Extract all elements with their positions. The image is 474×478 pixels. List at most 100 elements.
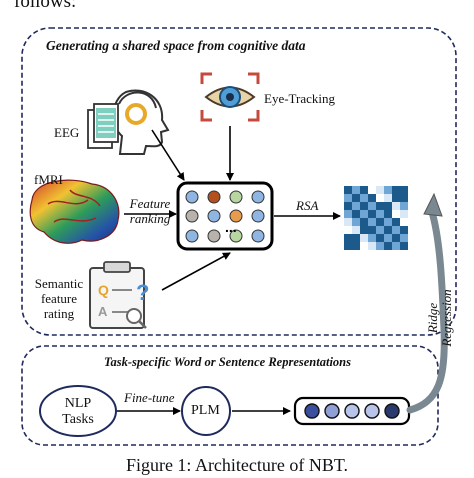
matrix-cell — [392, 210, 400, 218]
eeg-to-grid-arrow — [151, 129, 185, 181]
matrix-cell — [352, 210, 360, 218]
matrix-cell — [368, 218, 376, 226]
grid-dot — [229, 209, 243, 223]
matrix-cell — [400, 226, 408, 234]
svg-text:A: A — [98, 304, 108, 319]
fmri-label: fMRI — [34, 172, 63, 187]
matrix-cell — [400, 242, 408, 250]
grid-dot — [185, 229, 199, 243]
rsa-label: RSA — [296, 198, 319, 213]
cognitive-data-box — [21, 27, 457, 336]
grid-dot — [207, 190, 221, 204]
svg-text:Q: Q — [98, 282, 109, 298]
matrix-cell — [360, 234, 368, 242]
shared-space-grid: ... — [176, 181, 274, 251]
vector-cell — [384, 403, 400, 419]
cognitive-box-title: Generating a shared space from cognitive… — [46, 38, 306, 53]
matrix-cell — [360, 194, 368, 202]
matrix-cell — [360, 242, 368, 250]
matrix-cell — [400, 234, 408, 242]
intro-text: follows: — [14, 0, 77, 12]
rsa-matrix — [344, 186, 408, 250]
matrix-cell — [360, 226, 368, 234]
matrix-cell — [376, 210, 384, 218]
matrix-cell — [360, 210, 368, 218]
matrix-cell — [344, 218, 352, 226]
matrix-cell — [360, 186, 368, 194]
ridge-regression-label: Ridge Regression — [425, 289, 454, 347]
feature-ranking-label: Feature ranking — [129, 196, 171, 226]
fine-tune-label: Fine-tune — [124, 390, 175, 405]
grid-dot — [207, 209, 221, 223]
nlp-tasks-node — [39, 385, 117, 437]
matrix-cell — [400, 186, 408, 194]
matrix-cell — [384, 186, 392, 194]
vector-cell — [344, 403, 360, 419]
matrix-cell — [392, 234, 400, 242]
matrix-cell — [384, 226, 392, 234]
matrix-cell — [384, 218, 392, 226]
vector-cell — [324, 403, 340, 419]
matrix-cell — [344, 226, 352, 234]
matrix-cell — [352, 242, 360, 250]
matrix-cell — [344, 186, 352, 194]
grid-dot — [251, 209, 265, 223]
svg-text:?: ? — [136, 280, 149, 305]
matrix-cell — [384, 194, 392, 202]
matrix-cell — [376, 202, 384, 210]
matrix-cell — [384, 210, 392, 218]
grid-dot — [207, 229, 221, 243]
matrix-cell — [352, 218, 360, 226]
eye-tracking-icon — [200, 72, 260, 122]
matrix-cell — [344, 210, 352, 218]
matrix-cell — [360, 202, 368, 210]
matrix-cell — [368, 242, 376, 250]
semantic-label: Semantic feature rating — [34, 276, 84, 321]
matrix-cell — [400, 218, 408, 226]
matrix-cell — [376, 194, 384, 202]
matrix-cell — [360, 218, 368, 226]
figure-caption: Figure 1: Architecture of NBT. — [125, 455, 349, 475]
matrix-cell — [392, 194, 400, 202]
matrix-cell — [368, 210, 376, 218]
nlp-tasks-label: NLP Tasks — [62, 396, 94, 427]
matrix-cell — [368, 234, 376, 242]
matrix-cell — [376, 226, 384, 234]
matrix-cell — [344, 242, 352, 250]
matrix-cell — [400, 202, 408, 210]
grid-dot — [185, 209, 199, 223]
matrix-cell — [392, 218, 400, 226]
matrix-cell — [344, 202, 352, 210]
matrix-cell — [392, 202, 400, 210]
matrix-cell — [400, 194, 408, 202]
eeg-label: EEG — [54, 125, 80, 140]
matrix-cell — [384, 242, 392, 250]
grid-dot — [229, 190, 243, 204]
matrix-cell — [376, 186, 384, 194]
matrix-cell — [352, 202, 360, 210]
matrix-cell — [352, 186, 360, 194]
plm-node — [181, 386, 231, 436]
matrix-cell — [392, 242, 400, 250]
matrix-cell — [344, 194, 352, 202]
matrix-cell — [392, 226, 400, 234]
matrix-cell — [376, 234, 384, 242]
fmri-brain-icon — [29, 179, 120, 244]
matrix-cell — [384, 234, 392, 242]
eye-tracking-label: Eye-Tracking — [264, 91, 336, 106]
matrix-cell — [392, 186, 400, 194]
matrix-cell — [352, 194, 360, 202]
matrix-cell — [368, 194, 376, 202]
grid-dot — [185, 190, 199, 204]
eeg-head-icon — [87, 89, 170, 155]
matrix-cell — [352, 234, 360, 242]
semantic-to-grid-arrow — [161, 252, 231, 291]
matrix-cell — [384, 202, 392, 210]
matrix-cell — [368, 202, 376, 210]
matrix-cell — [376, 218, 384, 226]
vector-cell — [304, 403, 320, 419]
grid-dot — [229, 229, 243, 243]
matrix-cell — [376, 242, 384, 250]
